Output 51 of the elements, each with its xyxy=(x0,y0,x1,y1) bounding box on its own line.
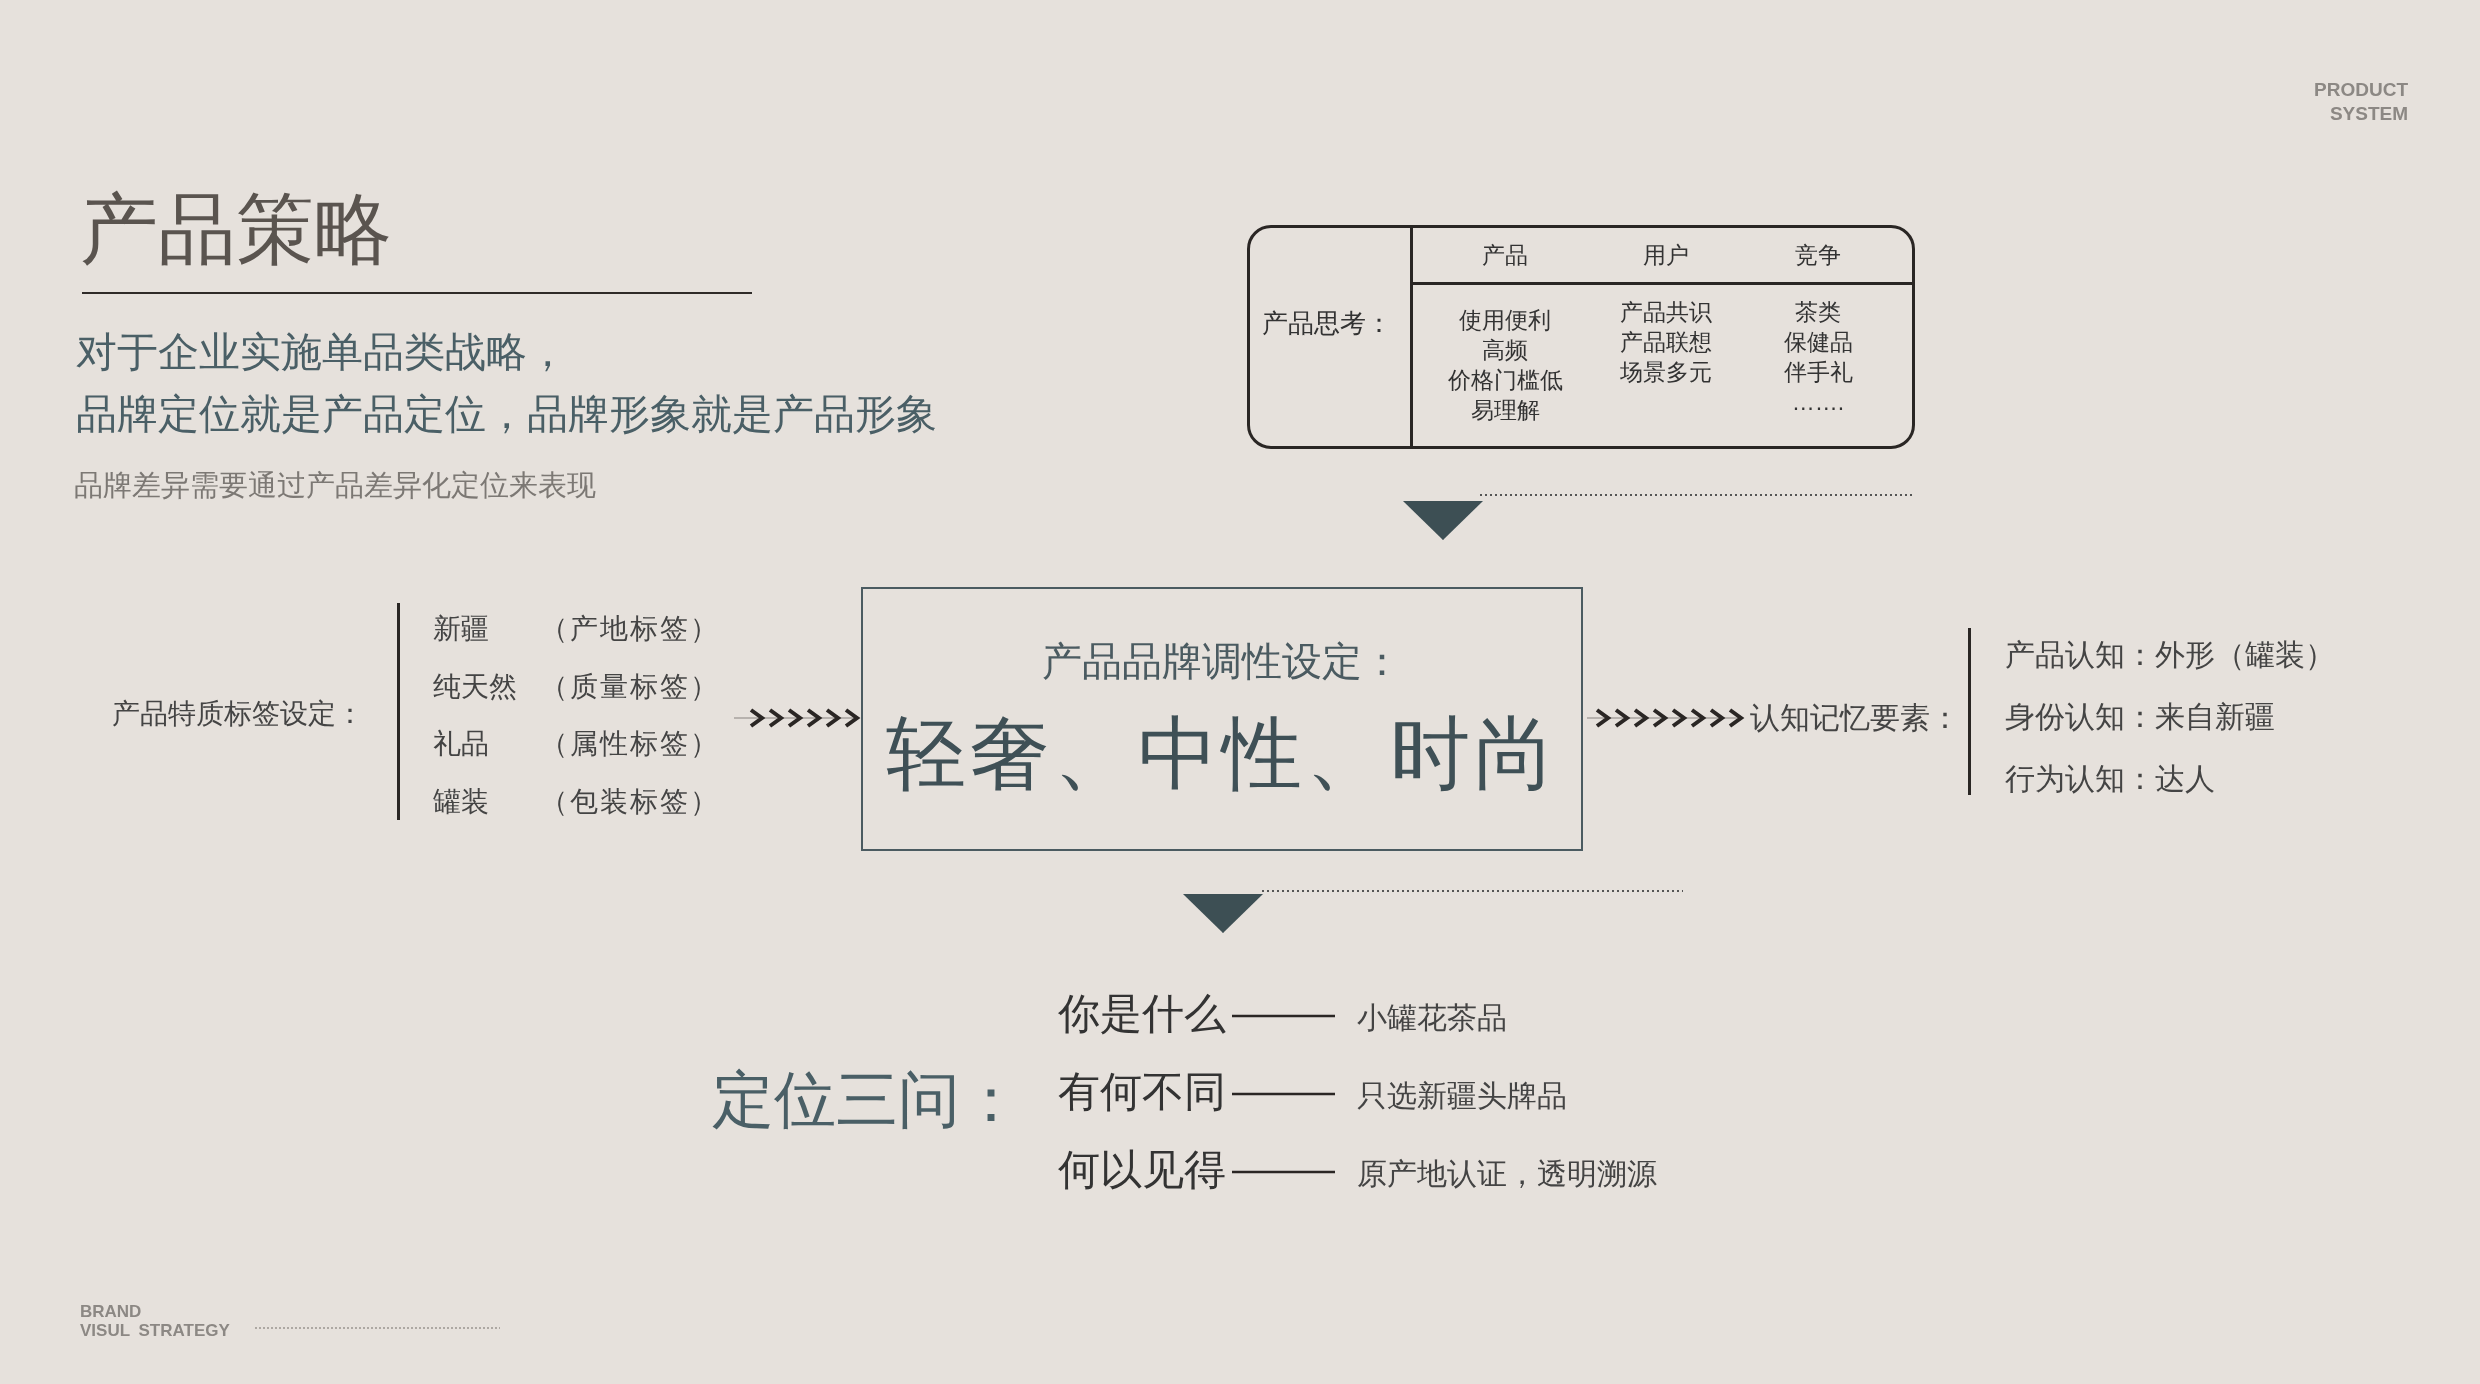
table-cell-text: 价格门槛低 xyxy=(1446,366,1564,394)
table-cell-text: 易理解 xyxy=(1469,396,1541,424)
element-text: 行为认知：达人 xyxy=(2005,761,2215,797)
table-cell-text: 伴手礼 xyxy=(1782,358,1854,386)
table-box xyxy=(1247,225,1915,449)
page-title: 产品策略 xyxy=(80,184,392,275)
tag-text: 纯天然 xyxy=(433,669,517,704)
table-cell-text: 场景多元 xyxy=(1619,358,1713,386)
note-text: 品牌差异需要通过产品差异化定位来表现 xyxy=(74,468,596,503)
footer-label: BRAND xyxy=(80,1302,142,1322)
box-heading: 产品品牌调性设定： xyxy=(1041,638,1403,685)
group-label: 产品特质标签设定： xyxy=(112,697,364,731)
tag-text: 新疆 xyxy=(433,612,489,646)
triangle-arrow xyxy=(1183,893,1263,934)
table-cell-text: 保健品 xyxy=(1782,328,1854,356)
question-text: 你是什么 xyxy=(1058,986,1226,1042)
column-header: 竞争 xyxy=(1794,241,1842,270)
answer-text: 小罐花茶品 xyxy=(1357,998,1507,1039)
question-text: 何以见得 xyxy=(1058,1142,1226,1198)
dash-line xyxy=(1232,1014,1335,1018)
dash-line xyxy=(1232,1092,1335,1096)
table-cell-text: 产品共识 xyxy=(1619,298,1713,326)
box-text: 轻奢、中性、时尚 xyxy=(885,708,1559,800)
question-text: 有何不同 xyxy=(1058,1064,1226,1120)
subtitle-text: 品牌定位就是产品定位，品牌形象就是产品形象 xyxy=(76,390,937,439)
dash-line xyxy=(1232,1170,1335,1174)
answer-text: 只选新疆头牌品 xyxy=(1357,1076,1567,1117)
element-text: 身份认知：来自新疆 xyxy=(2005,699,2275,735)
column-header: 用户 xyxy=(1642,241,1690,270)
table-cell-text: 使用便利 xyxy=(1458,306,1552,334)
heading-text: 定位三问： xyxy=(712,1058,1022,1142)
tag-category: （包装标签） xyxy=(540,784,720,819)
triangle-arrow xyxy=(1403,500,1483,541)
tag-text: 礼品 xyxy=(433,727,489,761)
table-cell-text: 产品联想 xyxy=(1619,328,1713,356)
footer-label: VISUL STRATEGY xyxy=(80,1321,230,1341)
subtitle-text: 对于企业实施单品类战略， xyxy=(76,328,568,377)
answer-text: 原产地认证，透明溯源 xyxy=(1357,1154,1657,1195)
tag-category: （属性标签） xyxy=(540,727,720,761)
table-cell-text: ……. xyxy=(1790,388,1846,416)
tag-category: （质量标签） xyxy=(540,669,720,704)
group-label: 认知记忆要素： xyxy=(1750,700,1960,736)
table-cell-text: 高频 xyxy=(1481,336,1529,364)
element-text: 产品认知：外形（罐装） xyxy=(2005,637,2335,673)
row-header: 产品思考： xyxy=(1262,307,1392,340)
setting-box xyxy=(861,587,1583,851)
section-label: PRODUCT SYSTEM xyxy=(2313,78,2408,126)
tag-text: 罐装 xyxy=(433,784,489,819)
column-header: 产品 xyxy=(1481,241,1529,270)
table-cell-text: 茶类 xyxy=(1794,298,1842,326)
tag-category: （产地标签） xyxy=(540,612,720,646)
